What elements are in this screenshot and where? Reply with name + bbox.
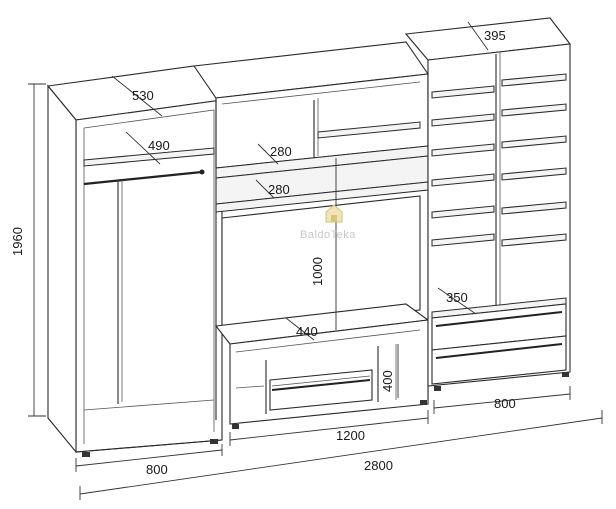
dim-center-upper-shelf: 280 [270, 144, 292, 159]
watermark: BaldoTeka [300, 204, 356, 241]
center-tv-unit [193, 41, 430, 429]
dimension-labels: 530 490 280 280 1000 440 400 395 350 196… [10, 28, 516, 477]
dim-total-height: 1960 [10, 227, 25, 256]
hanging-rail [83, 170, 203, 186]
right-shelving-front [427, 43, 571, 387]
dim-center-middle-shelf: 280 [268, 182, 290, 197]
dim-right-depth-top: 395 [484, 28, 506, 43]
dim-lower-niche-height: 400 [380, 370, 395, 392]
dim-center-width: 1200 [336, 428, 365, 443]
tv-back-panel [221, 195, 421, 327]
dim-right-drawer-depth: 350 [446, 290, 468, 305]
dim-tv-niche-height: 1000 [310, 257, 325, 286]
logo-house-icon [325, 204, 343, 223]
left-wardrobe-shelf [83, 147, 215, 167]
left-wardrobe-side [47, 84, 77, 454]
left-wardrobe [46, 65, 224, 457]
external-dimension-lines [28, 83, 603, 500]
right-shelving [404, 17, 572, 391]
dim-total-width: 2800 [364, 458, 393, 473]
dim-center-base-depth: 440 [296, 324, 318, 339]
watermark-text: BaldoTeka [300, 229, 356, 241]
dim-left-shelf-depth: 490 [148, 138, 170, 153]
dim-left-width: 800 [146, 462, 168, 477]
dimension-leaders [111, 21, 489, 398]
dim-left-depth-top: 530 [132, 88, 154, 103]
dim-right-width: 800 [494, 396, 516, 411]
center-drawer [269, 369, 373, 411]
